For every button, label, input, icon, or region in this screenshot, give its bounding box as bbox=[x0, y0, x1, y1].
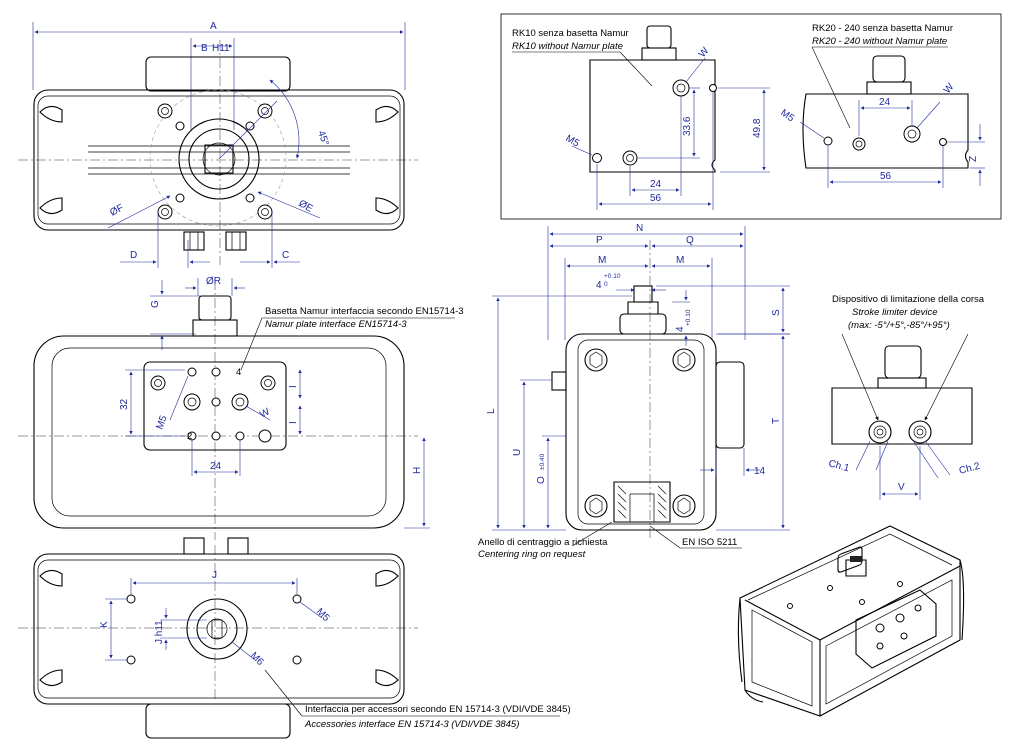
rk10-title-en: RK10 without Namur plate bbox=[512, 41, 623, 52]
dim-H: H bbox=[412, 467, 423, 474]
dim-V: V bbox=[898, 482, 905, 493]
dim-M5-bottom: M5 bbox=[314, 606, 332, 624]
rk10-dim-49.8: 49.8 bbox=[752, 118, 763, 138]
rk10-dim-24: 24 bbox=[650, 179, 662, 190]
dim-M-right: M bbox=[676, 255, 684, 266]
dim-4-h-tolB: 0 bbox=[604, 281, 608, 288]
isometric-view bbox=[737, 525, 965, 717]
centering-ring-it: Anello di centraggio a richiesta bbox=[478, 537, 608, 548]
ch1-label: Ch.1 bbox=[827, 458, 851, 474]
dim-4-h: 4 bbox=[596, 280, 602, 291]
dim-I-upper: I bbox=[288, 385, 299, 388]
rk10-title-it: RK10 senza basetta Namur bbox=[512, 28, 629, 39]
accessories-label-en: Accessories interface EN 15714-3 (VDI/VD… bbox=[304, 719, 519, 730]
dim-C: C bbox=[282, 250, 289, 261]
end-view: N P Q M M 4 +0.10 0 4 +0.10 S bbox=[478, 223, 790, 560]
dim-14: 14 bbox=[754, 466, 766, 477]
dim-B: B bbox=[201, 43, 208, 54]
dim-K: K bbox=[99, 621, 110, 628]
namur-label-en: Namur plate interface EN15714-3 bbox=[265, 319, 407, 330]
dim-phiR: ØR bbox=[206, 276, 221, 287]
namur-label-it: Basetta Namur interfaccia secondo EN1571… bbox=[265, 306, 464, 317]
dim-I-lower: I bbox=[288, 421, 299, 424]
dim-M5-side: M5 bbox=[154, 414, 169, 431]
dim-32: 32 bbox=[119, 398, 130, 410]
mounting-holes bbox=[157, 103, 273, 220]
stroke-title-en: Stroke limiter device bbox=[852, 307, 938, 318]
dim-M6: M6 bbox=[248, 650, 266, 668]
bottom-view: J K J h11 M5 M6 Interfaccia per accessor… bbox=[18, 537, 571, 739]
dim-24-side: 24 bbox=[210, 461, 222, 472]
stroke-range: (max: -5°/+5°,-85°/+95°) bbox=[848, 320, 950, 331]
dim-G: G bbox=[150, 300, 161, 308]
top-view: A B H11 bbox=[18, 21, 418, 268]
dim-L: L bbox=[486, 408, 497, 414]
stroke-limiter-detail: Dispositivo di limitazione della corsa S… bbox=[827, 294, 985, 500]
dim-O-tol: ±0.40 bbox=[539, 453, 546, 470]
dim-N: N bbox=[636, 223, 643, 234]
dim-W-side: W bbox=[258, 406, 272, 420]
rk20-title-it: RK20 - 240 senza basetta Namur bbox=[812, 23, 953, 34]
dim-45deg: 45° bbox=[315, 129, 331, 147]
dim-D: D bbox=[130, 250, 137, 261]
rk10-W: W bbox=[697, 45, 712, 60]
rk20-M5: M5 bbox=[778, 107, 796, 124]
namur-ports bbox=[150, 367, 276, 443]
dim-P: P bbox=[596, 235, 603, 246]
dim-T: T bbox=[771, 418, 782, 424]
rk20-dim-56: 56 bbox=[880, 171, 892, 182]
rk20-title-en: RK20 - 240 without Namur plate bbox=[812, 36, 947, 47]
dim-4-h-tolA: +0.10 bbox=[604, 273, 621, 280]
dim-U: U bbox=[512, 449, 523, 456]
dim-J: J bbox=[212, 570, 217, 581]
dim-A: A bbox=[210, 21, 217, 32]
dim-O: O bbox=[536, 476, 547, 484]
centering-ring-en: Centering ring on request bbox=[478, 549, 586, 560]
dim-phiE: ØE bbox=[297, 198, 315, 215]
dim-4-v-tolA: +0.10 bbox=[685, 309, 692, 326]
rk10-M5: M5 bbox=[564, 133, 582, 150]
iso-label: EN ISO 5211 bbox=[682, 537, 737, 548]
accessories-label-it: Interfaccia per accessori secondo EN 157… bbox=[305, 704, 571, 715]
side-view: G ØR 4 2 32 bbox=[18, 276, 464, 540]
dim-Jh11: J h11 bbox=[154, 620, 165, 644]
dim-H11: H11 bbox=[212, 43, 230, 54]
rk20-Z: Z bbox=[968, 156, 979, 162]
dim-M-left: M bbox=[598, 255, 606, 266]
dim-4-v: 4 bbox=[675, 326, 686, 332]
ch2-label: Ch.2 bbox=[958, 461, 982, 477]
rk20-dim-24: 24 bbox=[879, 97, 891, 108]
end-bolts bbox=[584, 348, 696, 518]
dim-Q: Q bbox=[686, 235, 694, 246]
rk10-dim-56: 56 bbox=[650, 193, 662, 204]
port-2-label: 2 bbox=[187, 431, 192, 442]
port-4-label: 4 bbox=[236, 367, 241, 378]
stroke-title-it: Dispositivo di limitazione della corsa bbox=[832, 294, 985, 305]
dim-S: S bbox=[771, 309, 782, 316]
dim-phiF: ØF bbox=[108, 202, 125, 218]
rk-detail-box: RK10 senza basetta Namur RK10 without Na… bbox=[500, 13, 1002, 220]
rk10-dim-33.6: 33.6 bbox=[682, 116, 693, 136]
